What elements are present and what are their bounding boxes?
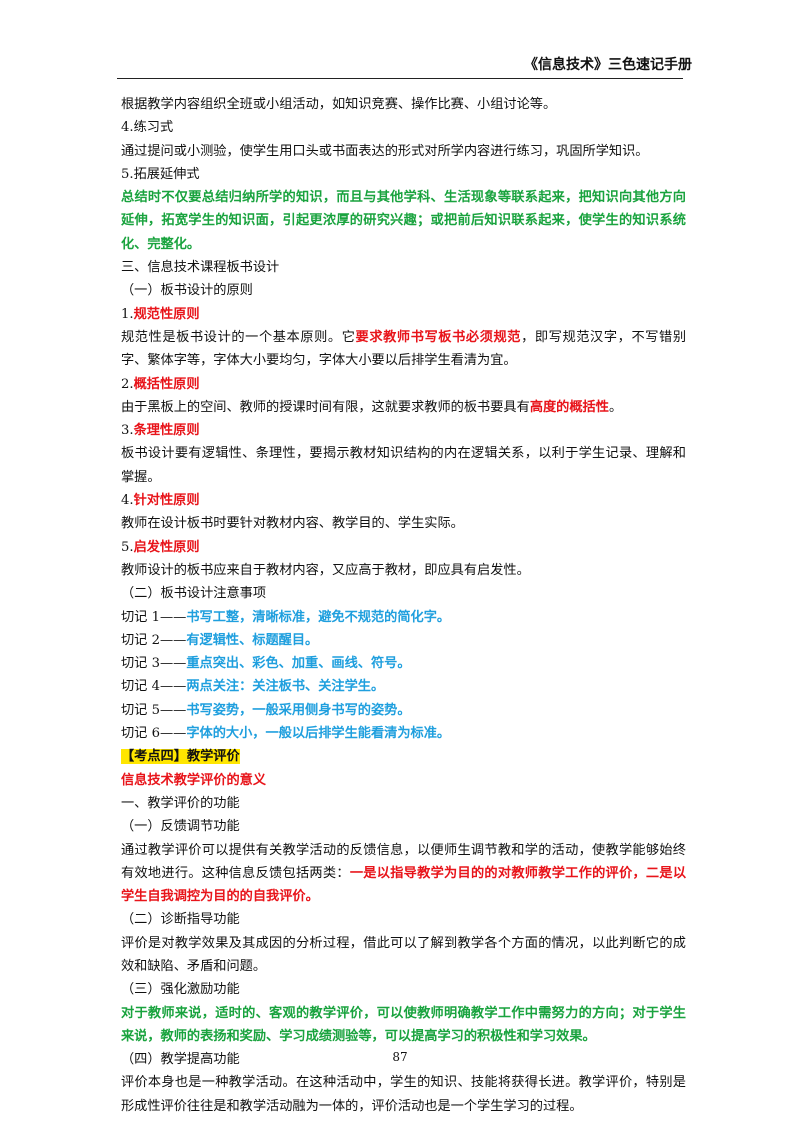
key-phrase-blue: 重点突出、彩色、加重、画线、符号。	[186, 656, 411, 672]
principle-title: 针对性原则	[133, 493, 200, 509]
key-phrase-blue: 书写工整，清晰标准，避免不规范的简化字。	[186, 609, 451, 625]
subsection-heading: （一）板书设计的原则	[121, 283, 253, 299]
remember-item: 切记 6——字体的大小，一般以后排学生能看清为标准。	[121, 722, 686, 745]
remember-item: 切记 4——两点关注：关注板书、关注学生。	[121, 675, 686, 698]
text-span: 规范性是板书设计的一个基本原则。它	[121, 329, 356, 345]
subsection-heading: （二）诊断指导功能	[121, 912, 240, 928]
key-phrase-blue: 字体的大小，一般以后排学生能看清为标准。	[186, 726, 451, 742]
principle-title: 概括性原则	[133, 376, 200, 392]
key-phrase-blue: 两点关注：关注板书、关注学生。	[186, 679, 385, 695]
paragraph: 根据教学内容组织全班或小组活动，如知识竞赛、操作比赛、小组讨论等。	[121, 97, 557, 112]
paragraph: 由于黑板上的空间、教师的授课时间有限，这就要求教师的板书要具有高度的概括性。	[121, 396, 686, 419]
subheading: 5.拓展延伸式	[121, 166, 200, 182]
page-header-title: 《信息技术》三色速记手册	[524, 57, 692, 73]
subsection-heading: （三）强化激励功能	[121, 982, 240, 998]
principle-heading: 4.针对性原则	[121, 489, 686, 512]
remember-item: 切记 2——有逻辑性、标题醒目。	[121, 629, 686, 652]
section-heading: 三、信息技术课程板书设计	[121, 260, 280, 276]
paragraph: 通过教学评价可以提供有关教学活动的反馈信息，以便师生调节教和学的活动，使教学能够…	[121, 839, 686, 909]
principle-heading: 2.概括性原则	[121, 373, 686, 396]
paragraph: 教师在设计板书时要针对教材内容、教学目的、学生实际。	[121, 516, 464, 532]
key-phrase-red: 要求教师书写板书必须规范	[355, 329, 522, 345]
principle-title: 规范性原则	[133, 306, 200, 322]
exam-point-label: 【考点四】教学评价	[121, 749, 240, 765]
paragraph: 教师设计的板书应来自于教材内容，又应高于教材，即应具有启发性。	[121, 562, 530, 578]
remember-prefix: 切记 2——	[121, 632, 187, 648]
paragraph: 评价本身也是一种教学活动。在这种活动中，学生的知识、技能将获得长进。教学评价，特…	[121, 1075, 686, 1114]
principle-heading: 1.规范性原则	[121, 303, 686, 326]
subsection-heading: （二）板书设计注意事项	[121, 586, 267, 602]
key-point-green: 对于教师来说，适时的、客观的教学评价，可以使教师明确教学工作中需努力的方向；对于…	[121, 1005, 686, 1044]
principle-number: 2.	[121, 376, 134, 392]
principle-heading: 3.条理性原则	[121, 419, 686, 442]
text-span: 由于黑板上的空间、教师的授课时间有限，这就要求教师的板书要具有	[121, 399, 530, 415]
subsection-heading: （一）反馈调节功能	[121, 819, 240, 835]
remember-prefix: 切记 5——	[121, 702, 187, 718]
key-phrase-blue: 书写姿势，一般采用侧身书写的姿势。	[186, 702, 411, 718]
paragraph: 评价是对教学效果及其成因的分析过程，借此可以了解到教学各个方面的情况，以此判断它…	[121, 935, 686, 974]
remember-item: 切记 1——书写工整，清晰标准，避免不规范的简化字。	[121, 606, 686, 629]
principle-number: 3.	[121, 423, 134, 439]
text-span: ，即写规范汉字，不写错别字、繁体字等，字体大小要均匀，字体大小要以后排学生看清为…	[121, 329, 687, 369]
text-span: 。	[608, 399, 623, 415]
exam-point-heading: 【考点四】教学评价	[121, 745, 686, 768]
page-number: 87	[392, 1050, 408, 1064]
principle-number: 4.	[121, 493, 134, 509]
remember-prefix: 切记 4——	[121, 679, 187, 695]
section-heading: 一、教学评价的功能	[121, 795, 240, 811]
key-phrase-blue: 有逻辑性、标题醒目。	[186, 632, 319, 648]
exam-point-subtitle: 信息技术教学评价的意义	[121, 772, 267, 788]
principle-title: 启发性原则	[133, 539, 200, 555]
key-phrase-red: 一是以指导教学为目的的对教师教学工作的评价，二是以学生自我调控为目的的自我评价。	[121, 865, 687, 905]
remember-item: 切记 5——书写姿势，一般采用侧身书写的姿势。	[121, 699, 686, 722]
paragraph: 规范性是板书设计的一个基本原则。它要求教师书写板书必须规范，即写规范汉字，不写错…	[121, 326, 686, 373]
principle-title: 条理性原则	[133, 423, 200, 439]
subsection-heading: （四）教学提高功能	[121, 1052, 240, 1068]
key-phrase-red: 高度的概括性	[529, 399, 609, 415]
remember-item: 切记 3——重点突出、彩色、加重、画线、符号。	[121, 652, 686, 675]
page-content: 根据教学内容组织全班或小组活动，如知识竞赛、操作比赛、小组讨论等。 4.练习式 …	[121, 93, 686, 1118]
header-divider	[117, 78, 683, 79]
key-point-green: 总结时不仅要总结归纳所学的知识，而且与其他学科、生活现象等联系起来，把知识向其他…	[121, 190, 686, 252]
paragraph: 通过提问或小测验，使学生用口头或书面表达的形式对所学内容进行练习，巩固所学知识。	[121, 143, 649, 159]
remember-prefix: 切记 3——	[121, 656, 187, 672]
principle-number: 5.	[121, 539, 134, 555]
text-span: 通过教学评价可以提供有关教学活动的反馈信息，以便师生调节教和学的活动，使教学能够…	[121, 842, 686, 881]
paragraph: 板书设计要有逻辑性、条理性，要揭示教材知识结构的内在逻辑关系，以利于学生记录、理…	[121, 446, 686, 485]
principle-number: 1.	[121, 306, 134, 322]
subheading: 4.练习式	[121, 120, 174, 136]
remember-prefix: 切记 1——	[121, 609, 187, 625]
remember-prefix: 切记 6——	[121, 726, 187, 742]
principle-heading: 5.启发性原则	[121, 536, 686, 559]
